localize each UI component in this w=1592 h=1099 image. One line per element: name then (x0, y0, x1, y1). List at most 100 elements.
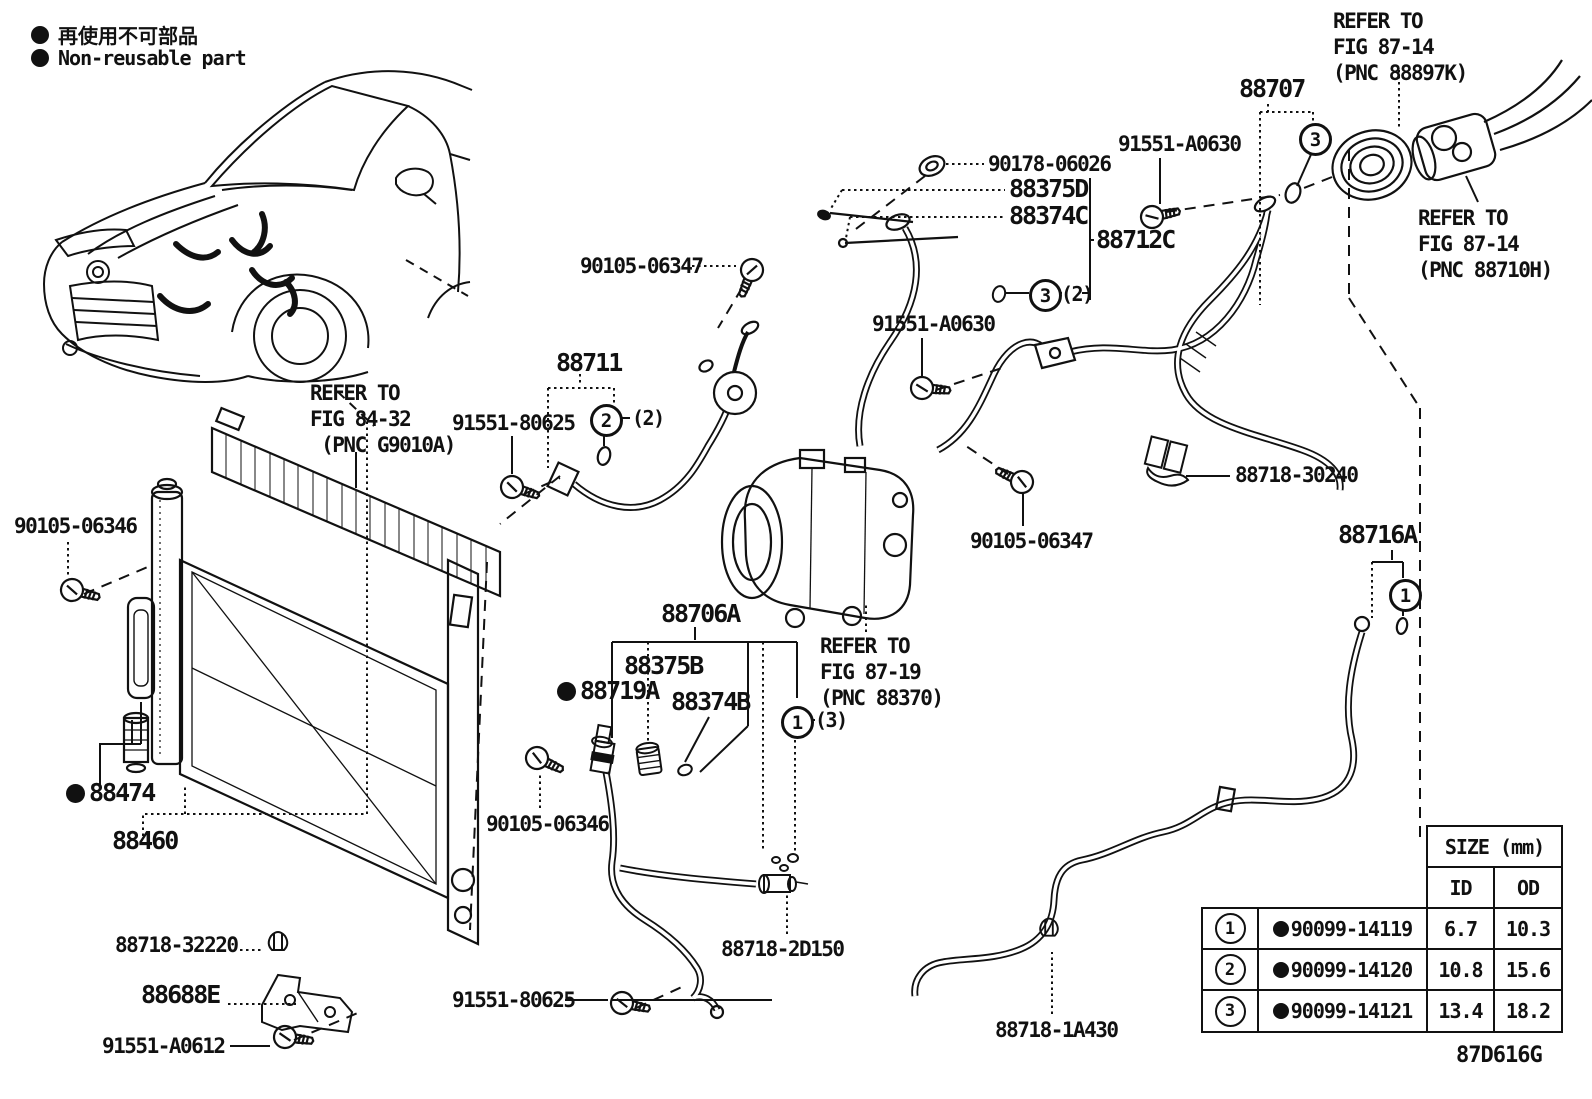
callout-90105-06347-right: 90105-06347 (970, 529, 1094, 553)
callout-91551-a0630-mid: 91551-A0630 (872, 312, 996, 336)
marker-number: 2 (1224, 959, 1236, 980)
legend-non-reusable-jp: 再使用不可部品 (31, 20, 198, 49)
callout-88719a-text: 88719A (580, 676, 660, 705)
callout-88474: 88474 (66, 778, 156, 807)
non-reusable-dot (1272, 1003, 1289, 1019)
bracket-88688e (261, 973, 354, 1034)
marker-number: 2 (600, 409, 613, 432)
callout-88706a: 88706A (661, 599, 741, 628)
connector-88718-2d150 (758, 853, 809, 894)
callout-88374b: 88374B (671, 687, 751, 716)
non-reusable-dot (31, 49, 49, 67)
grommet-90178 (918, 155, 946, 177)
refer-note-88897k: REFER TO FIG 87-14 (PNC 88897K) (1333, 9, 1468, 86)
part-number: 90099-14120 (1290, 957, 1413, 982)
marker-number: 1 (1224, 918, 1236, 939)
figure-code: 87D616G (1456, 1043, 1543, 1068)
legend-en-text: Non-reusable part (58, 46, 247, 70)
callout-88718-2d150: 88718-2D150 (721, 937, 845, 961)
compressor (720, 448, 915, 629)
marker-number: 1 (791, 711, 804, 734)
desiccant-88474 (122, 711, 150, 774)
callout-88712c: 88712C (1096, 225, 1176, 254)
callout-88375b: 88375B (624, 651, 704, 680)
car-illustration (42, 70, 473, 427)
refer-note-g9010a: REFER TO FIG 84-32 (PNC G9010A) (310, 381, 456, 458)
callout-88374c: 88374C (1009, 201, 1089, 230)
non-reusable-dot (1272, 920, 1289, 937)
size-marker-1-88716a: 1 (1389, 579, 1422, 612)
legend-jp-text: 再使用不可部品 (58, 24, 198, 48)
non-reusable-dot (557, 682, 576, 701)
table-row-3-id: 13.4 (1426, 989, 1495, 1033)
size-table-header: SIZE (mm) (1426, 825, 1563, 868)
non-reusable-dot (31, 25, 49, 44)
circled-number: 1 (1214, 913, 1246, 944)
clip-88718-32220 (267, 931, 289, 951)
table-row-3-part: 90099-14121 (1257, 989, 1428, 1033)
callout-88718-1a430: 88718-1A430 (995, 1018, 1119, 1042)
table-row-1-marker: 1 (1201, 907, 1259, 950)
table-row-2-part: 90099-14120 (1257, 948, 1428, 991)
part-number: 90099-14121 (1290, 999, 1413, 1023)
table-row-1-id: 6.7 (1426, 907, 1495, 950)
callout-90105-06347-top: 90105-06347 (580, 254, 704, 278)
callout-90105-06346-mid: 90105-06346 (486, 812, 610, 836)
grommet-88897k (1331, 129, 1413, 201)
callout-91551-a0630-top: 91551-A0630 (1118, 132, 1242, 156)
table-row-1-part: 90099-14119 (1257, 907, 1428, 950)
marker-number: 3 (1039, 284, 1052, 307)
callout-90105-06346-left: 90105-06346 (14, 514, 138, 538)
table-row-3-od: 18.2 (1493, 989, 1563, 1033)
callout-88716a: 88716A (1338, 520, 1418, 549)
callout-88718-30240: 88718-30240 (1235, 463, 1359, 487)
bolts (57, 199, 1184, 1053)
circled-number: 3 (1214, 995, 1246, 1027)
sight-glass-plate (126, 596, 156, 700)
callout-88719a: 88719A (557, 676, 660, 705)
callout-88688e: 88688E (141, 980, 221, 1009)
size-marker-2-88711: 2 (590, 404, 623, 437)
table-row-2-id: 10.8 (1426, 948, 1495, 991)
tube-fitting-88374b (677, 763, 693, 777)
legend-non-reusable-en: Non-reusable part (31, 46, 247, 70)
size-marker-3-88707: 3 (1299, 123, 1332, 156)
marker-number: 3 (1309, 128, 1322, 151)
size-table-col-od: OD (1493, 866, 1563, 909)
cap-88375b (635, 741, 663, 777)
part-number: 90099-14119 (1290, 916, 1413, 941)
refrigerant-hoses (546, 182, 1409, 1020)
pressure-sensor-88719a (589, 723, 616, 775)
callout-88718-32220: 88718-32220 (115, 933, 239, 957)
marker-qty-2-88711: (2) (632, 406, 665, 430)
marker-qty-1-88706a: (3) (815, 708, 848, 732)
connector-88710h (1411, 59, 1592, 182)
marker-qty-3-hose: (2) (1061, 282, 1094, 306)
non-reusable-dot (66, 784, 85, 803)
callout-90178-06026: 90178-06026 (988, 152, 1112, 176)
callout-88460: 88460 (112, 826, 179, 855)
size-table-col-id: ID (1426, 866, 1495, 909)
refer-note-88370: REFER TO FIG 87-19 (PNC 88370) (820, 634, 944, 711)
table-row-2-marker: 2 (1201, 948, 1259, 991)
callout-91551-80625-bot: 91551-80625 (452, 988, 576, 1012)
callout-88707: 88707 (1239, 74, 1306, 103)
receiver-drier (122, 477, 184, 774)
table-row-2-od: 15.6 (1493, 948, 1563, 991)
callout-88375d: 88375D (1009, 174, 1089, 203)
marker-number: 1 (1399, 584, 1412, 607)
table-row-1-od: 10.3 (1493, 907, 1563, 950)
condenser (178, 406, 502, 946)
callout-91551-a0612: 91551-A0612 (102, 1034, 226, 1058)
marker-number: 3 (1224, 1001, 1236, 1021)
clamp-88718-30240 (1143, 435, 1190, 487)
callout-88474-text: 88474 (89, 778, 156, 807)
non-reusable-dot (1272, 961, 1289, 978)
size-marker-3-hose: 3 (1029, 279, 1062, 312)
refer-note-88710h: REFER TO FIG 87-14 (PNC 88710H) (1418, 206, 1553, 283)
table-row-3-marker: 3 (1201, 989, 1259, 1033)
circled-number: 2 (1214, 954, 1246, 985)
size-marker-1-88706a: 1 (781, 706, 814, 739)
